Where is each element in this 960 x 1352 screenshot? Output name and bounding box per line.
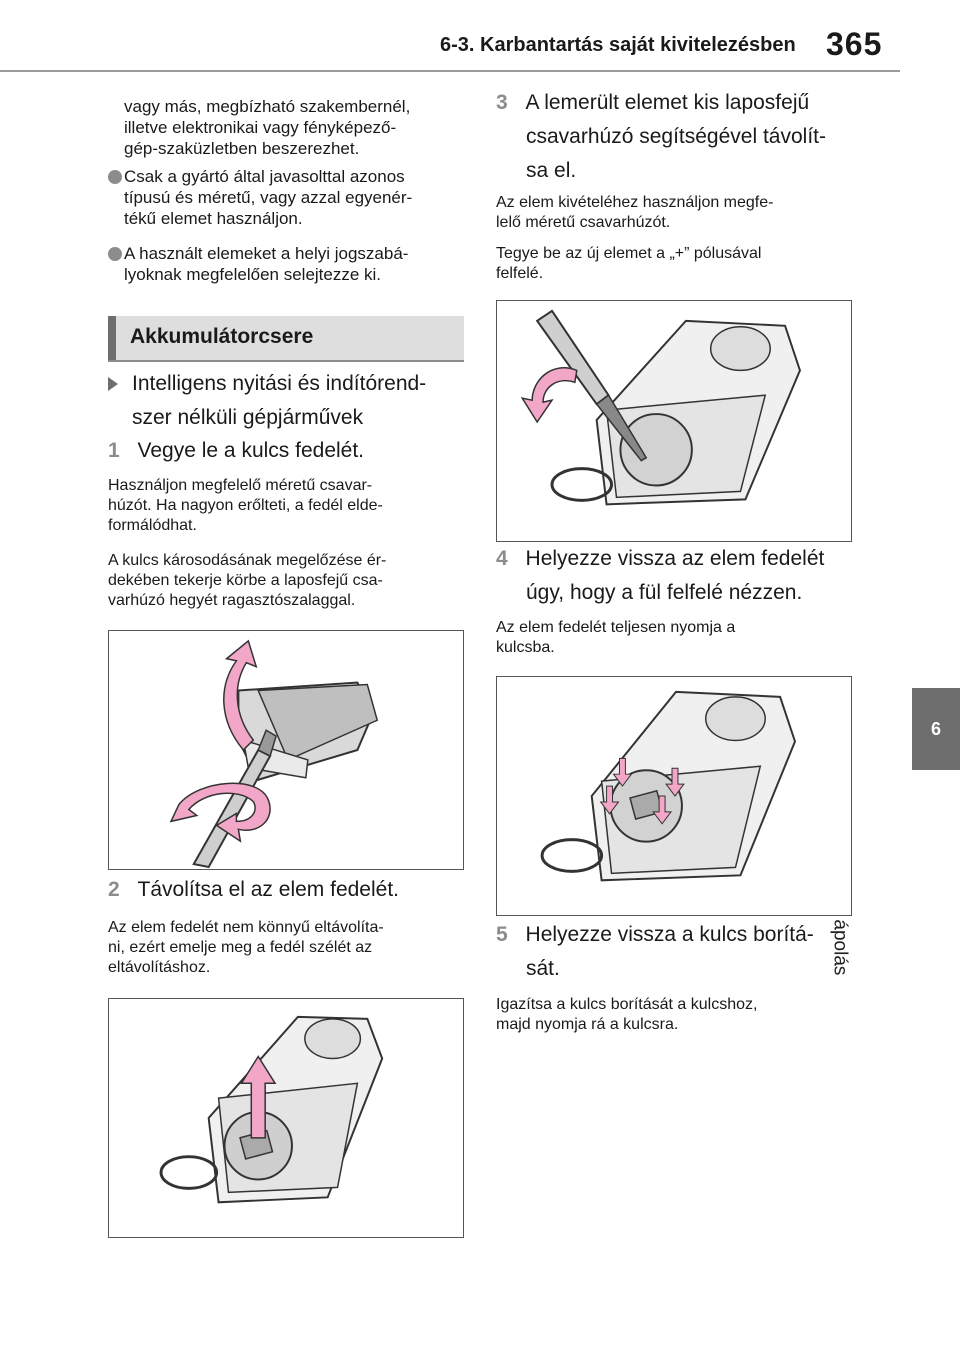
- step2-note-line-3: eltávolításhoz.: [108, 959, 211, 976]
- step-3-text-1: A lemerült elemet kis laposfejű: [525, 91, 810, 114]
- figure-remove-battery-cover: [108, 998, 464, 1238]
- key-cover-illustration: [169, 639, 379, 869]
- bullet2-line-2: lyoknak megfelelően selejtezze ki.: [124, 265, 382, 284]
- step3-note1-line-1: Az elem kivételéhez használjon megfe-: [496, 194, 774, 211]
- step4-note-line-2: kulcsba.: [496, 639, 555, 656]
- figure-remove-key-cover: [108, 630, 464, 870]
- battery-cover-illustration: [159, 1015, 384, 1204]
- intro-line-3: gép-szaküzletben beszerezhet.: [124, 139, 360, 158]
- step3-note2-line-1: Tegye be az új elemet a „+” pólusával: [496, 245, 762, 262]
- intro-line-2: illetve elektronikai vagy fényképező-: [124, 118, 397, 137]
- step1-note1-line-3: formálódhat.: [108, 517, 197, 534]
- step-3-text-2: csavarhúzó segítségével távolít-: [526, 125, 826, 148]
- step1-note2-line-1: A kulcs károsodásának megelőzése ér-: [108, 552, 387, 569]
- section-heading: Akkumulátorcsere: [108, 316, 464, 362]
- section-heading-text: Akkumulátorcsere: [130, 325, 314, 348]
- step-1: 1 Vegye le a kulcs fedelét.: [108, 434, 364, 468]
- step-4-number: 4: [496, 547, 508, 570]
- step-5-text-2: sát.: [526, 957, 560, 980]
- step3-note1-line-2: lelő méretű csavarhúzót.: [496, 214, 671, 231]
- step1-note1-line-1: Használjon megfelelő méretű csavar-: [108, 477, 373, 494]
- intro-line-1: vagy más, megbízható szakembernél,: [124, 97, 411, 116]
- figure-remove-battery: [496, 300, 852, 542]
- step2-note-line-1: Az elem fedelét nem könnyű eltávolíta-: [108, 919, 384, 936]
- chapter-side-title: Karbantartás és ápolás: [829, 780, 960, 1020]
- step5-note-line-2: majd nyomja rá a kulcsra.: [496, 1016, 679, 1033]
- step-5-text-1: Helyezze vissza a kulcs borítá-: [525, 923, 814, 946]
- bullet1-line-3: tékű elemet használjon.: [124, 209, 303, 228]
- step-2-number: 2: [108, 878, 120, 901]
- running-header-title: 6-3. Karbantartás saját kivitelezésben: [440, 34, 796, 56]
- step2-note-line-2: ni, ezért emelje meg a fedél szélét az: [108, 939, 373, 956]
- step-3-line-1: 3 A lemerült elemet kis laposfejű: [496, 86, 809, 120]
- step-4-line-1: 4 Helyezze vissza az elem fedelét: [496, 542, 824, 576]
- battery-cover-replace-illustration: [540, 690, 797, 882]
- step1-note1-line-2: húzót. Ha nagyon erőlteti, a fedél elde-: [108, 497, 383, 514]
- step-5-line-1: 5 Helyezze vissza a kulcs borítá-: [496, 918, 814, 952]
- step1-note2-line-3: varhúzó hegyét ragasztószalaggal.: [108, 592, 356, 609]
- step4-note-line-1: Az elem fedelét teljesen nyomja a: [496, 619, 736, 636]
- bullet2-line-1: A használt elemeket a helyi jogszabá-: [124, 244, 409, 263]
- subheading-line-1: Intelligens nyitási és indítórend-: [132, 372, 427, 395]
- step3-note2-line-2: felfelé.: [496, 265, 544, 282]
- step-2: 2 Távolítsa el az elem fedelét.: [108, 873, 399, 907]
- bullet-dot-icon: [108, 247, 122, 261]
- step-3-text-3: sa el.: [526, 159, 577, 182]
- step-1-text: Vegye le a kulcs fedelét.: [137, 439, 365, 462]
- step5-note-line-1: Igazítsa a kulcs borítását a kulcshoz,: [496, 996, 758, 1013]
- triangle-right-icon: [108, 377, 118, 391]
- step1-note2-line-2: dekében tekerje körbe a laposfejű csa-: [108, 572, 383, 589]
- step-2-text: Távolítsa el az elem fedelét.: [137, 878, 399, 901]
- step-4-text-2: úgy, hogy a fül felfelé nézzen.: [526, 581, 803, 604]
- step-4-text-1: Helyezze vissza az elem fedelét: [525, 547, 825, 570]
- bullet1-line-1: Csak a gyártó által javasolttal azonos: [124, 167, 405, 186]
- step-5-number: 5: [496, 923, 508, 946]
- bullet1-line-2: típusú és méretű, vagy azzal egyenér-: [124, 188, 413, 207]
- battery-removal-illustration: [520, 309, 802, 506]
- page-number: 365: [826, 26, 883, 62]
- header-rule: [0, 70, 900, 72]
- step-1-number: 1: [108, 439, 120, 462]
- subheading-line-2: szer nélküli gépjárművek: [132, 406, 364, 429]
- bullet-dot-icon: [108, 170, 122, 184]
- step-3-number: 3: [496, 91, 508, 114]
- figure-replace-battery-cover: [496, 676, 852, 916]
- chapter-tab: 6: [912, 688, 960, 770]
